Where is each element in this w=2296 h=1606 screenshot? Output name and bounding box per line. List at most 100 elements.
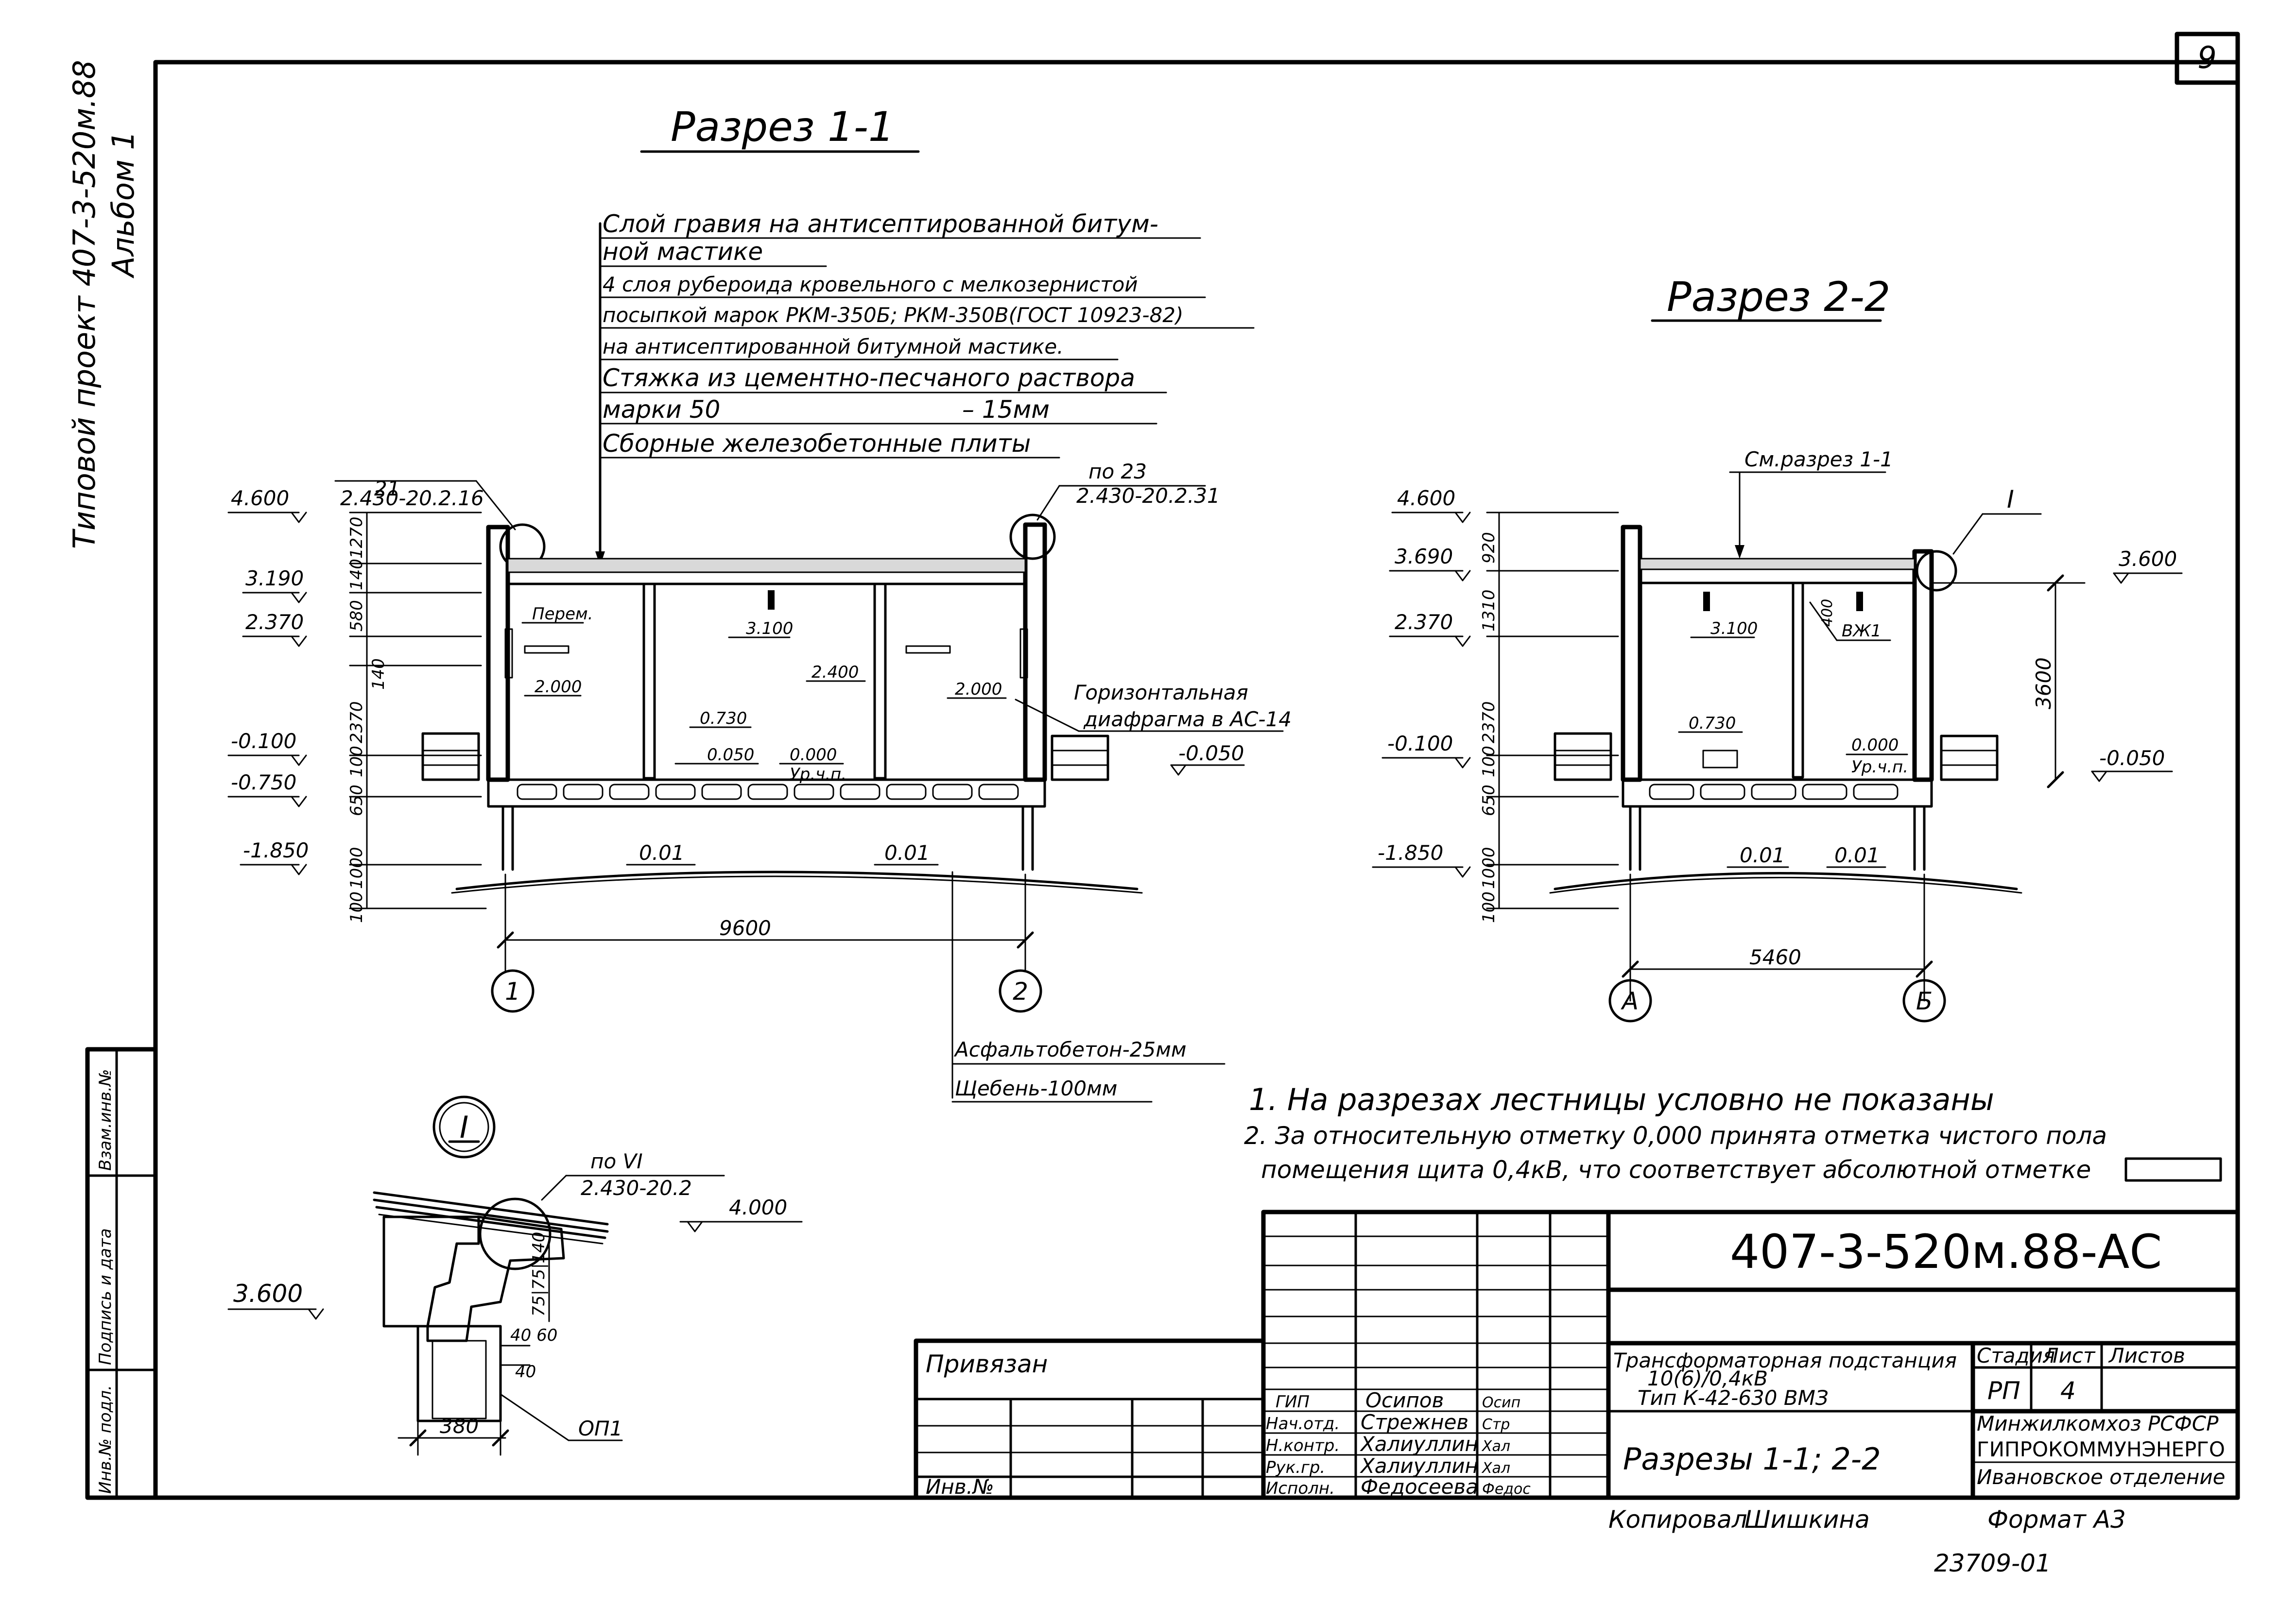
svg-text:-0.100: -0.100 [1387,732,1453,755]
roof-layer-line-2: ной мастике [603,238,763,266]
svg-text:3.600: 3.600 [2119,547,2177,571]
side-stamp-label-3: Взам.инв.№ [96,1069,115,1171]
svg-text:100: 100 [347,746,366,777]
signature-3: Хал [1481,1438,1510,1455]
svg-text:0.01: 0.01 [639,841,685,865]
side-stamp: Инв.№ подл. Подпись и дата Взам.инв.№ [85,1047,158,1500]
svg-text:Стадия: Стадия [1977,1344,2055,1367]
svg-text:-0.050: -0.050 [2099,746,2165,770]
svg-text:0.01: 0.01 [884,841,930,865]
svg-text:Осипов: Осипов [1365,1388,1444,1412]
format-label: Формат А3 [1987,1505,2126,1534]
object-line-1: Трансформаторная подстанция [1613,1349,1957,1372]
svg-text:2370: 2370 [347,701,366,743]
axis-1-marker [491,969,535,1013]
detail-I-mark: I [460,1110,468,1145]
signature-4: Хал [1481,1460,1510,1477]
svg-text:Листов: Листов [2108,1344,2185,1367]
svg-text:Федосеева: Федосеева [1361,1475,1478,1499]
sheet-number: 9 [2197,40,2216,75]
svg-text:5460: 5460 [1749,945,1801,969]
stage-value: РП [1987,1377,2020,1405]
detail-I-callout-circle [1916,550,1957,592]
title-block: Привязан Инв.№ 407-3-520м.88-АС Трансфор… [914,1210,2240,1500]
note-1: 1. На разрезах лестницы условно не показ… [1249,1082,1994,1117]
detail-callout-circle-right [1009,513,1056,560]
svg-text:по VI: по VI [590,1149,643,1173]
svg-text:2: 2 [1013,977,1028,1006]
detail-I: I по VI 2.430-20.2 4.000 3.600 75|75|140… [227,1095,803,1456]
object-line-3: Тип К-42-630 ВМЗ [1638,1386,1829,1410]
svg-text:Нач.отд.: Нач.отд. [1266,1414,1340,1434]
svg-text:100: 100 [1479,891,1499,923]
svg-text:380: 380 [440,1414,479,1438]
svg-text:40 60: 40 60 [510,1326,557,1345]
svg-text:Исполн.: Исполн. [1266,1479,1335,1498]
sheet-no-value: 4 [2060,1377,2076,1405]
svg-text:0.730: 0.730 [1689,714,1736,733]
svg-text:2370: 2370 [1479,701,1499,743]
side-project-title: Типовой проект 407-3-520м.88 [67,60,102,549]
svg-text:140: 140 [369,658,388,690]
section-1-1: Разрез 1-1 Слой гравия на антисептирован… [227,103,1292,1103]
signature-2: Стр [1482,1416,1510,1433]
order-number: 23709-01 [1934,1549,2051,1577]
svg-text:75|75|140: 75|75|140 [529,1232,549,1316]
svg-text:Халиуллин: Халиуллин [1360,1432,1478,1456]
svg-text:0.01: 0.01 [1834,843,1880,867]
svg-text:диафрагма в АС-14: диафрагма в АС-14 [1083,707,1292,731]
svg-text:100: 100 [347,891,366,923]
ref-right-code: 2.430-20.2.31 [1076,484,1220,508]
svg-text:А: А [1621,987,1639,1015]
tied-label: Привязан [926,1350,1048,1378]
section-1-1-title: Разрез 1-1 [671,103,894,151]
document-code: 407-3-520м.88-АС [1730,1225,2162,1279]
svg-text:Н.контр.: Н.контр. [1266,1436,1340,1455]
svg-text:-0.100: -0.100 [231,729,296,753]
svg-text:2.000: 2.000 [955,680,1002,699]
axis-2-marker [999,969,1042,1013]
svg-text:1000: 1000 [1479,847,1499,889]
roof-layer-line-1: Слой гравия на антисептированной битум- [603,210,1158,238]
note-2: 2. За относительную отметку 0,000 принят… [1244,1122,2107,1150]
svg-text:-1.850: -1.850 [243,838,309,862]
svg-text:400: 400 [1819,599,1836,627]
hollow-core-slab [517,784,1019,800]
svg-text:9600: 9600 [719,916,771,940]
svg-text:3.190: 3.190 [245,566,304,590]
svg-text:140: 140 [347,559,366,590]
svg-text:3600: 3600 [2032,657,2055,709]
note-3: помещения щита 0,4кВ, что соответствует … [1261,1156,2091,1184]
svg-text:1: 1 [505,977,520,1006]
roof-layer-line-5: на антисептированной битумной мастике. [603,335,1064,359]
svg-text:ВЖ1: ВЖ1 [1842,621,1882,641]
elevations-left-1-1: 4.600 3.190 2.370 -0.100 -0.750 -1.850 [227,486,309,875]
section-2-2: Разрез 2-2 См.разрез 1-1 I 4.600 3.690 2… [1372,273,2183,1023]
svg-text:4.600: 4.600 [1397,486,1455,510]
copier-name: Шишкина [1744,1505,1870,1534]
ref-left-code: 2.430-20.2.16 [340,486,484,510]
roof-layer-line-9: Сборные железобетонные плиты [603,429,1031,458]
svg-text:Асфальтобетон-25мм: Асфальтобетон-25мм [953,1038,1187,1061]
svg-text:Стрежнев: Стрежнев [1361,1410,1468,1434]
roof-layers-callout: Слой гравия на антисептированной битум- … [595,210,1255,566]
svg-text:4.600: 4.600 [231,486,289,510]
sheet-title: Разрезы 1-1; 2-2 [1623,1441,1881,1477]
svg-text:650: 650 [1479,785,1499,816]
svg-text:0.000: 0.000 [790,745,837,765]
svg-text:0.000: 0.000 [1851,735,1899,755]
svg-text:ГИПРОКОММУНЭНЕРГО: ГИПРОКОММУНЭНЕРГО [1977,1437,2225,1461]
copied-label: Копировал [1608,1505,1747,1534]
svg-text:0.01: 0.01 [1740,843,1785,867]
vertical-dims-2-2: 920 1310 2370 100 650 1000 100 [1479,512,1619,923]
svg-text:Лист: Лист [2042,1344,2096,1367]
roof-layer-line-4: посыпкой марок РКМ-350Б; РКМ-350В(ГОСТ 1… [603,303,1183,327]
svg-text:1270: 1270 [347,516,366,559]
building-section-1-1 [421,522,1143,894]
svg-text:Перем.: Перем. [532,604,593,624]
svg-text:-0.750: -0.750 [231,770,296,794]
ref-right-number: по 23 [1088,460,1147,483]
object-line-2: 10(6)/0,4кВ [1647,1367,1768,1390]
svg-text:Горизонтальная: Горизонтальная [1074,681,1248,704]
svg-text:3.100: 3.100 [1710,619,1758,638]
